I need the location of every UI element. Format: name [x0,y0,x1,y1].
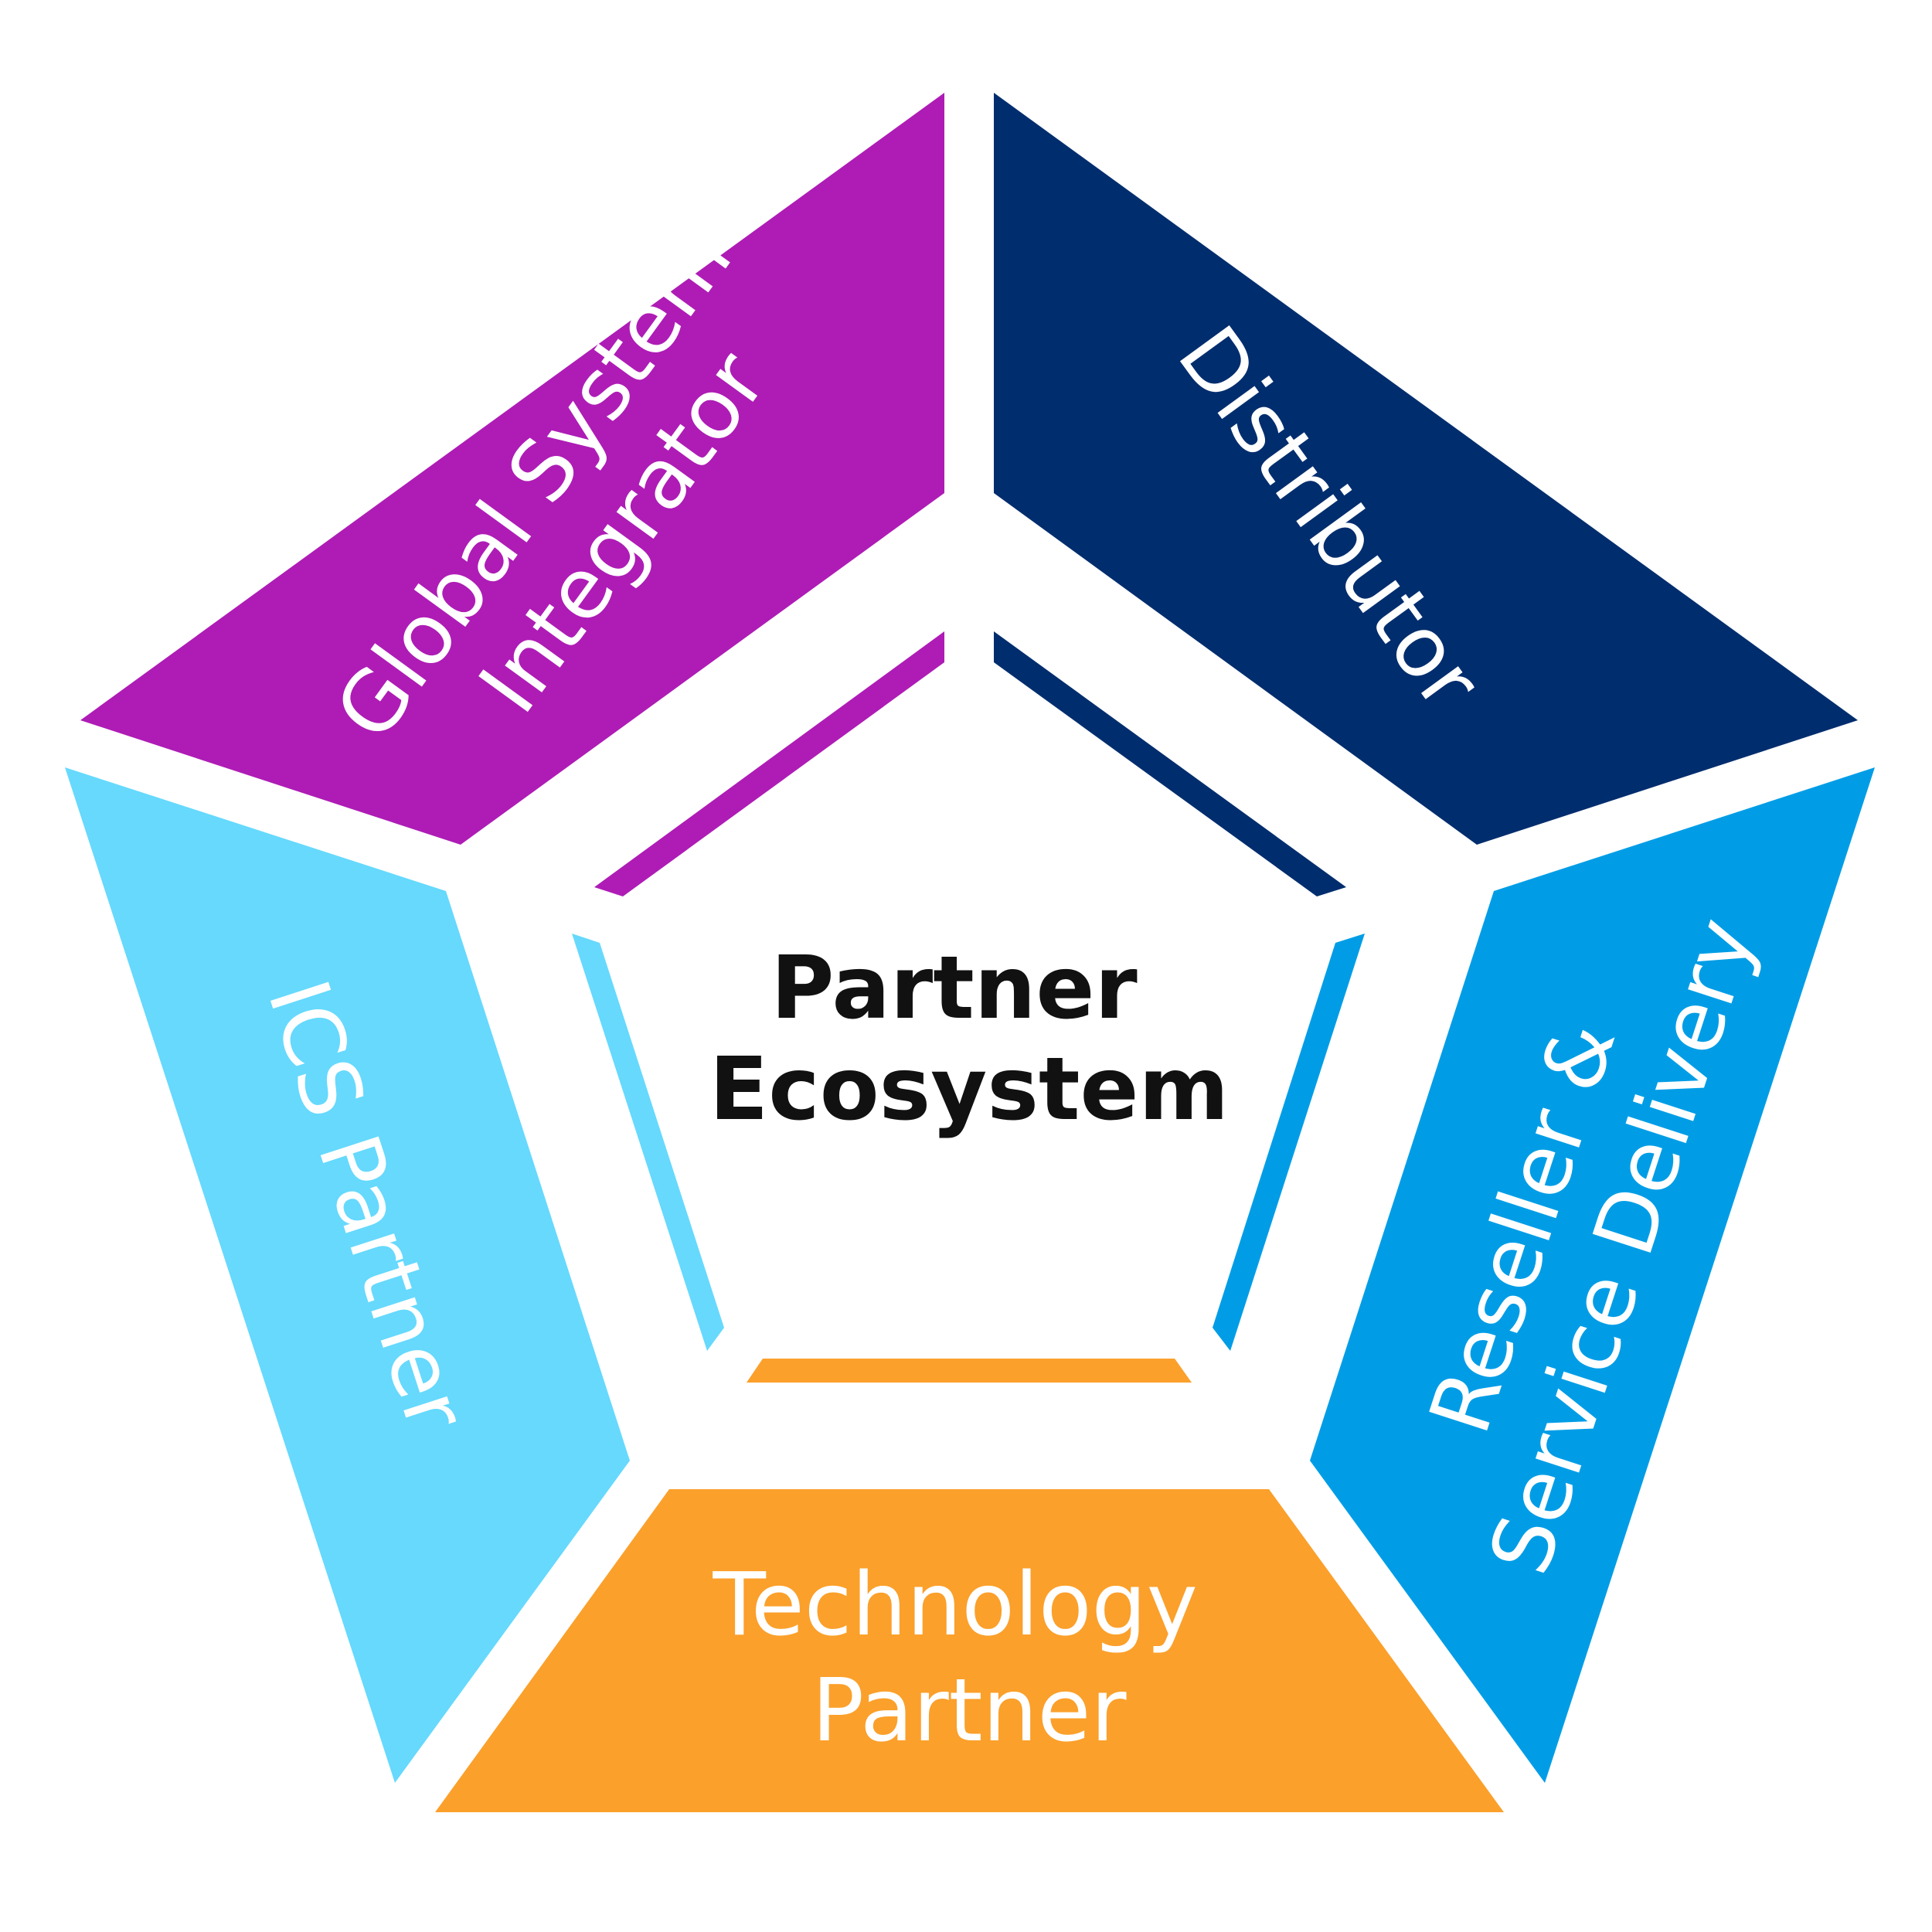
segment-reseller-service-delivery [1310,767,1875,1783]
label-technology-partner-line2: Partner [811,1661,1127,1761]
segment-global-system-integrator [80,93,944,845]
inner-bar-technology-partner [747,1359,1192,1383]
label-technology-partner: Technology Partner [713,1555,1226,1761]
segment-technology-partner [435,1489,1504,1812]
center-title-line2: Ecosystem [709,1039,1229,1140]
segment-distributor [994,93,1858,845]
center-title-line1: Partner [770,938,1137,1039]
segment-ics-partner [65,767,630,1783]
inner-bar-global-system-integrator [594,631,944,896]
center-title: Partner Ecosystem [709,938,1229,1140]
label-technology-partner-line1: Technology [713,1555,1198,1655]
inner-bar-reseller-service-delivery [1213,934,1365,1351]
inner-bar-ics-partner [572,934,724,1351]
inner-bar-distributor [994,631,1346,896]
